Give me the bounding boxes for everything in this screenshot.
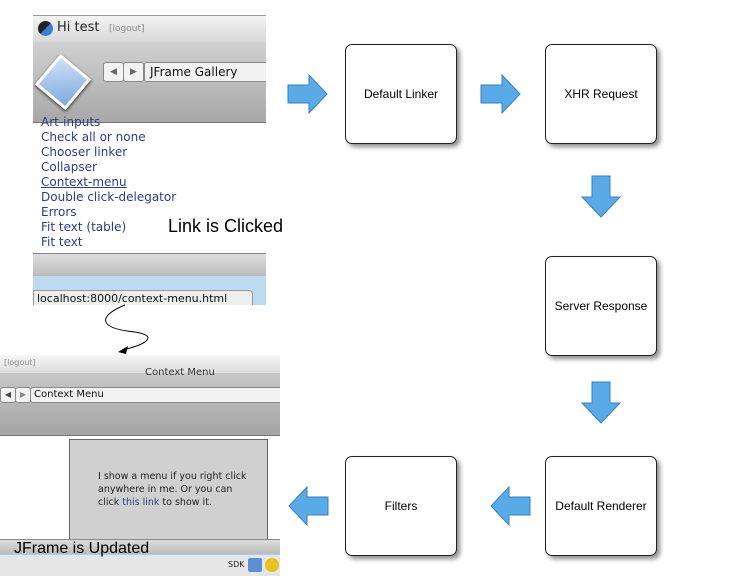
panel-text: I show a menu if you right click anywher… bbox=[98, 471, 247, 508]
link-item-active[interactable]: Context-menu bbox=[41, 175, 127, 189]
title-bar: [logout] bbox=[0, 355, 280, 373]
step-server-response: Server Response bbox=[545, 256, 657, 356]
link-list: Art-inputs Check all or none Chooser lin… bbox=[41, 115, 176, 250]
forward-button[interactable]: ▶ bbox=[15, 387, 31, 403]
title-bar: Hi test [logout] bbox=[33, 15, 266, 43]
link-item[interactable]: Art-inputs bbox=[41, 115, 101, 129]
context-menu-screenshot: [logout] Context Menu ◀ ▶ Context Menu I… bbox=[0, 355, 280, 576]
link-item[interactable]: Fit text (table) bbox=[41, 220, 127, 234]
jframe-gallery-screenshot: Hi test [logout] ◀ ▶ JFrame Gallery Art-… bbox=[33, 15, 266, 305]
gallery-icon bbox=[34, 53, 92, 111]
step-xhr-request: XHR Request bbox=[545, 44, 657, 144]
back-button[interactable]: ◀ bbox=[103, 62, 124, 82]
dock: SDK bbox=[0, 555, 280, 576]
context-menu-panel[interactable]: I show a menu if you right click anywher… bbox=[69, 439, 268, 541]
curved-connector-arrow bbox=[105, 304, 149, 354]
caption-link-clicked: Link is Clicked bbox=[168, 216, 284, 236]
link-item[interactable]: Fit text bbox=[41, 235, 83, 249]
sdk-label: SDK bbox=[228, 560, 245, 569]
arrow-right-icon bbox=[287, 73, 328, 115]
location-field[interactable]: Context Menu bbox=[30, 387, 280, 403]
caption-jframe-updated: JFrame is Updated bbox=[14, 540, 150, 557]
link-item[interactable]: Collapser bbox=[41, 160, 97, 174]
footer-bar bbox=[33, 253, 266, 276]
this-link[interactable]: this link bbox=[122, 497, 160, 508]
toolbar: Context Menu ◀ ▶ Context Menu bbox=[0, 367, 280, 436]
logout-link[interactable]: [logout] bbox=[4, 358, 36, 367]
app-icon[interactable] bbox=[265, 558, 279, 572]
back-button[interactable]: ◀ bbox=[0, 387, 16, 403]
logout-link[interactable]: [logout] bbox=[109, 24, 145, 34]
app-logo-icon bbox=[38, 21, 53, 36]
window-title: Context Menu bbox=[145, 367, 215, 378]
status-url: localhost:8000/context-menu.html bbox=[33, 290, 253, 305]
toolbar: ◀ ▶ JFrame Gallery bbox=[33, 42, 266, 123]
arrow-down-icon bbox=[580, 381, 622, 424]
link-item[interactable]: Chooser linker bbox=[41, 145, 128, 159]
link-item[interactable]: Errors bbox=[41, 205, 77, 219]
step-filters: Filters bbox=[345, 456, 457, 556]
link-item[interactable]: Check all or none bbox=[41, 130, 146, 144]
arrow-down-icon bbox=[580, 175, 622, 218]
step-default-renderer: Default Renderer bbox=[545, 456, 657, 556]
forward-button[interactable]: ▶ bbox=[123, 62, 144, 82]
arrow-right-icon bbox=[480, 73, 521, 115]
arrow-left-icon bbox=[490, 485, 531, 527]
greeting: Hi test bbox=[57, 20, 100, 35]
arrow-left-icon bbox=[288, 485, 329, 527]
link-item[interactable]: Double click-delegator bbox=[41, 190, 177, 204]
finder-icon[interactable] bbox=[248, 558, 262, 572]
location-field[interactable]: JFrame Gallery bbox=[144, 62, 266, 82]
step-default-linker: Default Linker bbox=[345, 44, 457, 144]
